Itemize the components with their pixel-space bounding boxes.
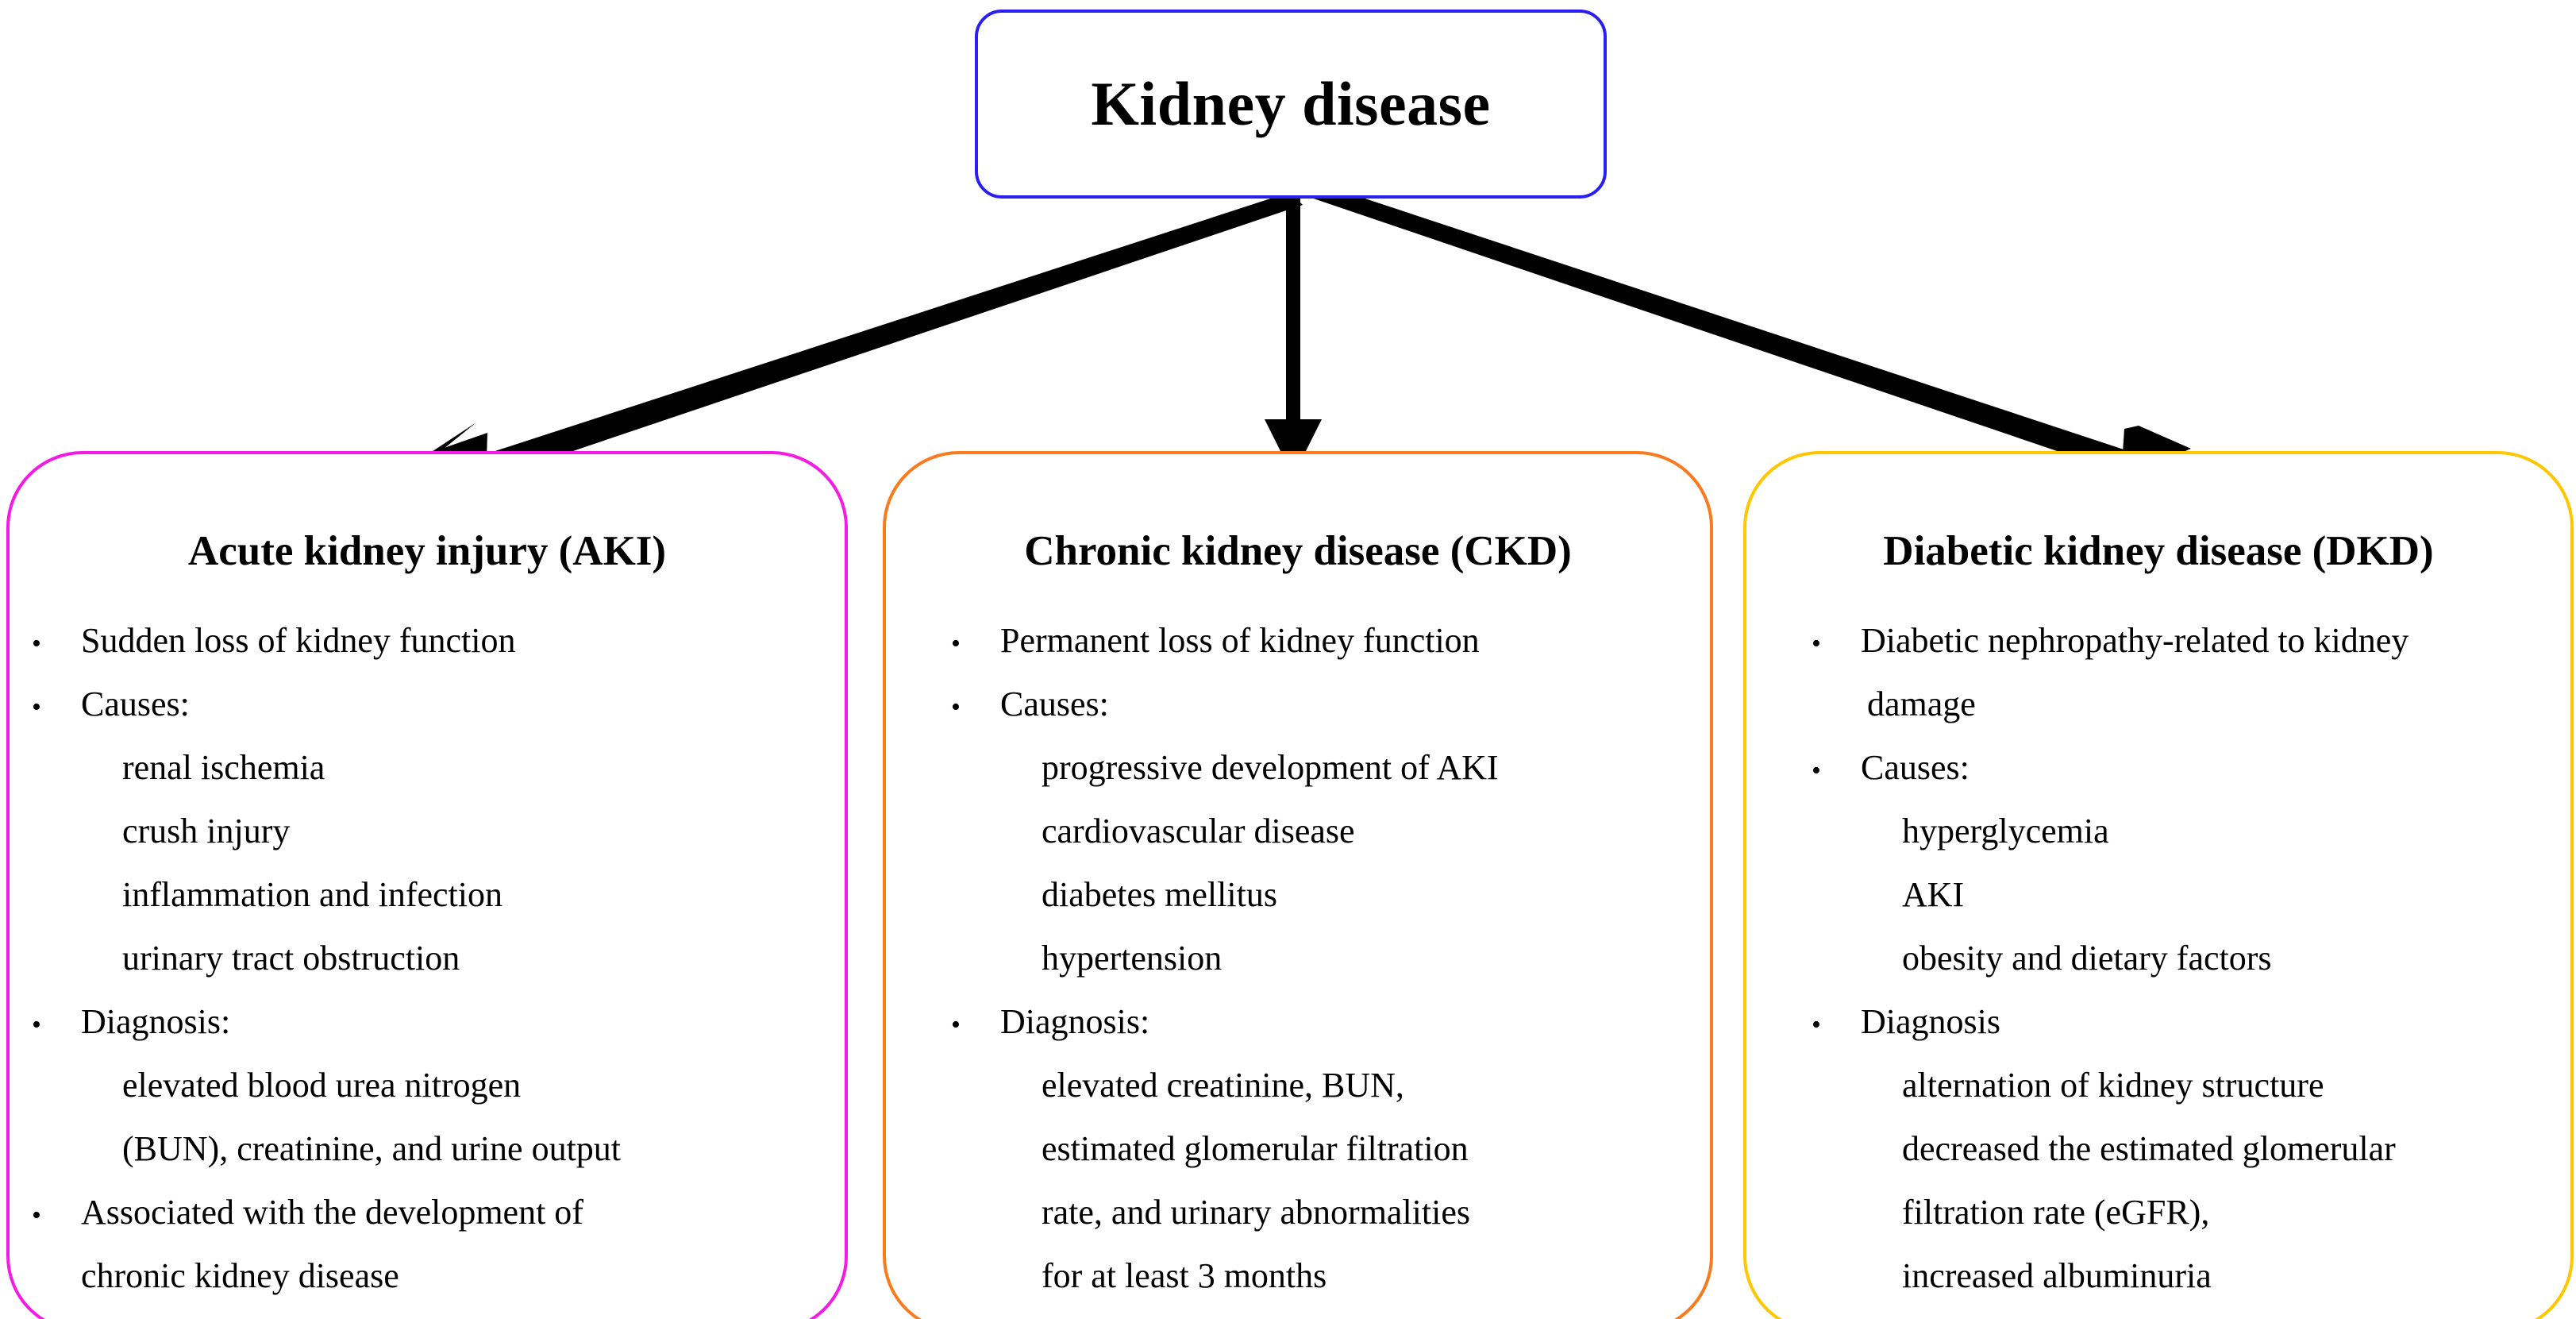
bullet-icon: • [32, 1010, 41, 1039]
root-node-kidney-disease[interactable]: Kidney disease [975, 10, 1607, 199]
list-item: • crush injury [10, 801, 845, 865]
list-item: • decreased the estimated glomerular [1746, 1119, 2570, 1182]
list-item: • hyperglycemia [1746, 801, 2570, 865]
list-item-text: Diagnosis [1861, 1002, 2000, 1041]
list-item: • elevated blood urea nitrogen [10, 1055, 845, 1119]
list-item-text: Causes: [1861, 748, 1970, 787]
list-item: • Permanent loss of kidney function [886, 611, 1710, 674]
list-item: • Diabetic nephropathy-related to kidney [1746, 611, 2570, 674]
branch-title-dkd: Diabetic kidney disease (DKD) [1883, 528, 2434, 574]
list-item: • Causes: [10, 674, 845, 738]
list-item: • rate, and urinary abnormalities [886, 1182, 1710, 1246]
list-item: • progressive development of AKI [886, 738, 1710, 801]
branch-node-ckd[interactable]: Chronic kidney disease (CKD) • Permanent… [883, 451, 1713, 1319]
branch-node-dkd[interactable]: Diabetic kidney disease (DKD) • Diabetic… [1743, 451, 2574, 1319]
list-item: • cardiovascular disease [886, 801, 1710, 865]
list-item: • Diagnosis [1746, 992, 2570, 1055]
list-item: • Sudden loss of kidney function [10, 611, 845, 674]
bullet-icon: • [32, 629, 41, 658]
branch-title-ckd: Chronic kidney disease (CKD) [1024, 528, 1572, 574]
list-item-text: chronic kidney disease [81, 1256, 399, 1295]
bullet-icon: • [1812, 629, 1821, 658]
list-item: • chronic kidney disease [10, 1246, 845, 1309]
bullet-icon: • [1812, 756, 1821, 785]
bullet-icon: • [32, 1201, 41, 1230]
list-item-text: rate, and urinary abnormalities [1042, 1193, 1471, 1232]
bullet-icon: • [1812, 1010, 1821, 1039]
list-item-text: Causes: [1000, 685, 1109, 723]
list-item-text: crush injury [122, 812, 291, 850]
list-item: • Causes: [1746, 738, 2570, 801]
bullet-icon: • [951, 1010, 961, 1039]
list-item-text: filtration rate (eGFR), [1902, 1193, 2210, 1232]
list-item: • urinary tract obstruction [10, 928, 845, 992]
list-item: • increased albuminuria [1746, 1246, 2570, 1309]
list-item: • damage [1746, 674, 2570, 738]
list-item: • estimated glomerular filtration [886, 1119, 1710, 1182]
list-item: • Associated with the development of [10, 1182, 845, 1246]
root-node-title: Kidney disease [1091, 69, 1491, 138]
list-item: • hypertension [886, 928, 1710, 992]
list-item-text: elevated blood urea nitrogen [122, 1066, 522, 1105]
list-item-text: hyperglycemia [1902, 812, 2109, 850]
arrow-to-ckd [1265, 195, 1322, 476]
list-item-text: cardiovascular disease [1042, 812, 1355, 850]
list-item-text: Associated with the development of [81, 1193, 583, 1232]
list-item-text: decreased the estimated glomerular [1902, 1129, 2396, 1168]
list-item: • Diagnosis: [886, 992, 1710, 1055]
arrow-to-dkd [1295, 179, 2191, 486]
list-item-text: Diabetic nephropathy-related to kidney [1861, 621, 2409, 660]
list-item: • Diagnosis: [10, 992, 845, 1055]
list-item: • obesity and dietary factors [1746, 928, 2570, 992]
list-item: • for at least 3 months [886, 1246, 1710, 1309]
list-item-text: hypertension [1042, 939, 1223, 978]
list-item-text: diabetes mellitus [1042, 875, 1277, 914]
list-item: • renal ischemia [10, 738, 845, 801]
list-item-text: Diagnosis: [1000, 1002, 1150, 1041]
list-item-text: elevated creatinine, BUN, [1042, 1066, 1404, 1105]
list-item-text: Diagnosis: [81, 1002, 231, 1041]
list-item-text: damage [1867, 685, 1976, 723]
list-item-text: (BUN), creatinine, and urine output [122, 1129, 622, 1168]
list-item-text: Sudden loss of kidney function [81, 621, 516, 660]
branch-list-ckd: • Permanent loss of kidney function • Ca… [886, 611, 1710, 1309]
list-item: • AKI [1746, 865, 2570, 928]
list-item-text: AKI [1902, 875, 1965, 914]
list-item-text: inflammation and infection [122, 875, 502, 914]
list-item-text: Causes: [81, 685, 190, 723]
branch-list-aki: • Sudden loss of kidney function • Cause… [10, 611, 845, 1309]
arrow-to-aki [417, 192, 1303, 492]
branch-node-aki[interactable]: Acute kidney injury (AKI) • Sudden loss … [6, 451, 848, 1319]
list-item: • Causes: [886, 674, 1710, 738]
list-item: • inflammation and infection [10, 865, 845, 928]
bullet-icon: • [951, 629, 961, 658]
list-item: • elevated creatinine, BUN, [886, 1055, 1710, 1119]
branch-title-aki: Acute kidney injury (AKI) [187, 528, 667, 574]
list-item-text: progressive development of AKI [1042, 748, 1499, 787]
branch-list-dkd: • Diabetic nephropathy-related to kidney… [1746, 611, 2570, 1309]
list-item-text: obesity and dietary factors [1902, 939, 2272, 978]
list-item: • diabetes mellitus [886, 865, 1710, 928]
list-item-text: Permanent loss of kidney function [1000, 621, 1480, 660]
bullet-icon: • [951, 692, 961, 722]
list-item-text: urinary tract obstruction [122, 939, 460, 978]
list-item-text: increased albuminuria [1902, 1256, 2212, 1295]
list-item: • (BUN), creatinine, and urine output [10, 1119, 845, 1182]
list-item-text: for at least 3 months [1042, 1256, 1327, 1295]
list-item-text: estimated glomerular filtration [1042, 1129, 1469, 1168]
list-item: • filtration rate (eGFR), [1746, 1182, 2570, 1246]
bullet-icon: • [32, 692, 41, 722]
list-item-text: renal ischemia [122, 748, 325, 787]
list-item: • alternation of kidney structure [1746, 1055, 2570, 1119]
list-item-text: alternation of kidney structure [1902, 1066, 2324, 1105]
